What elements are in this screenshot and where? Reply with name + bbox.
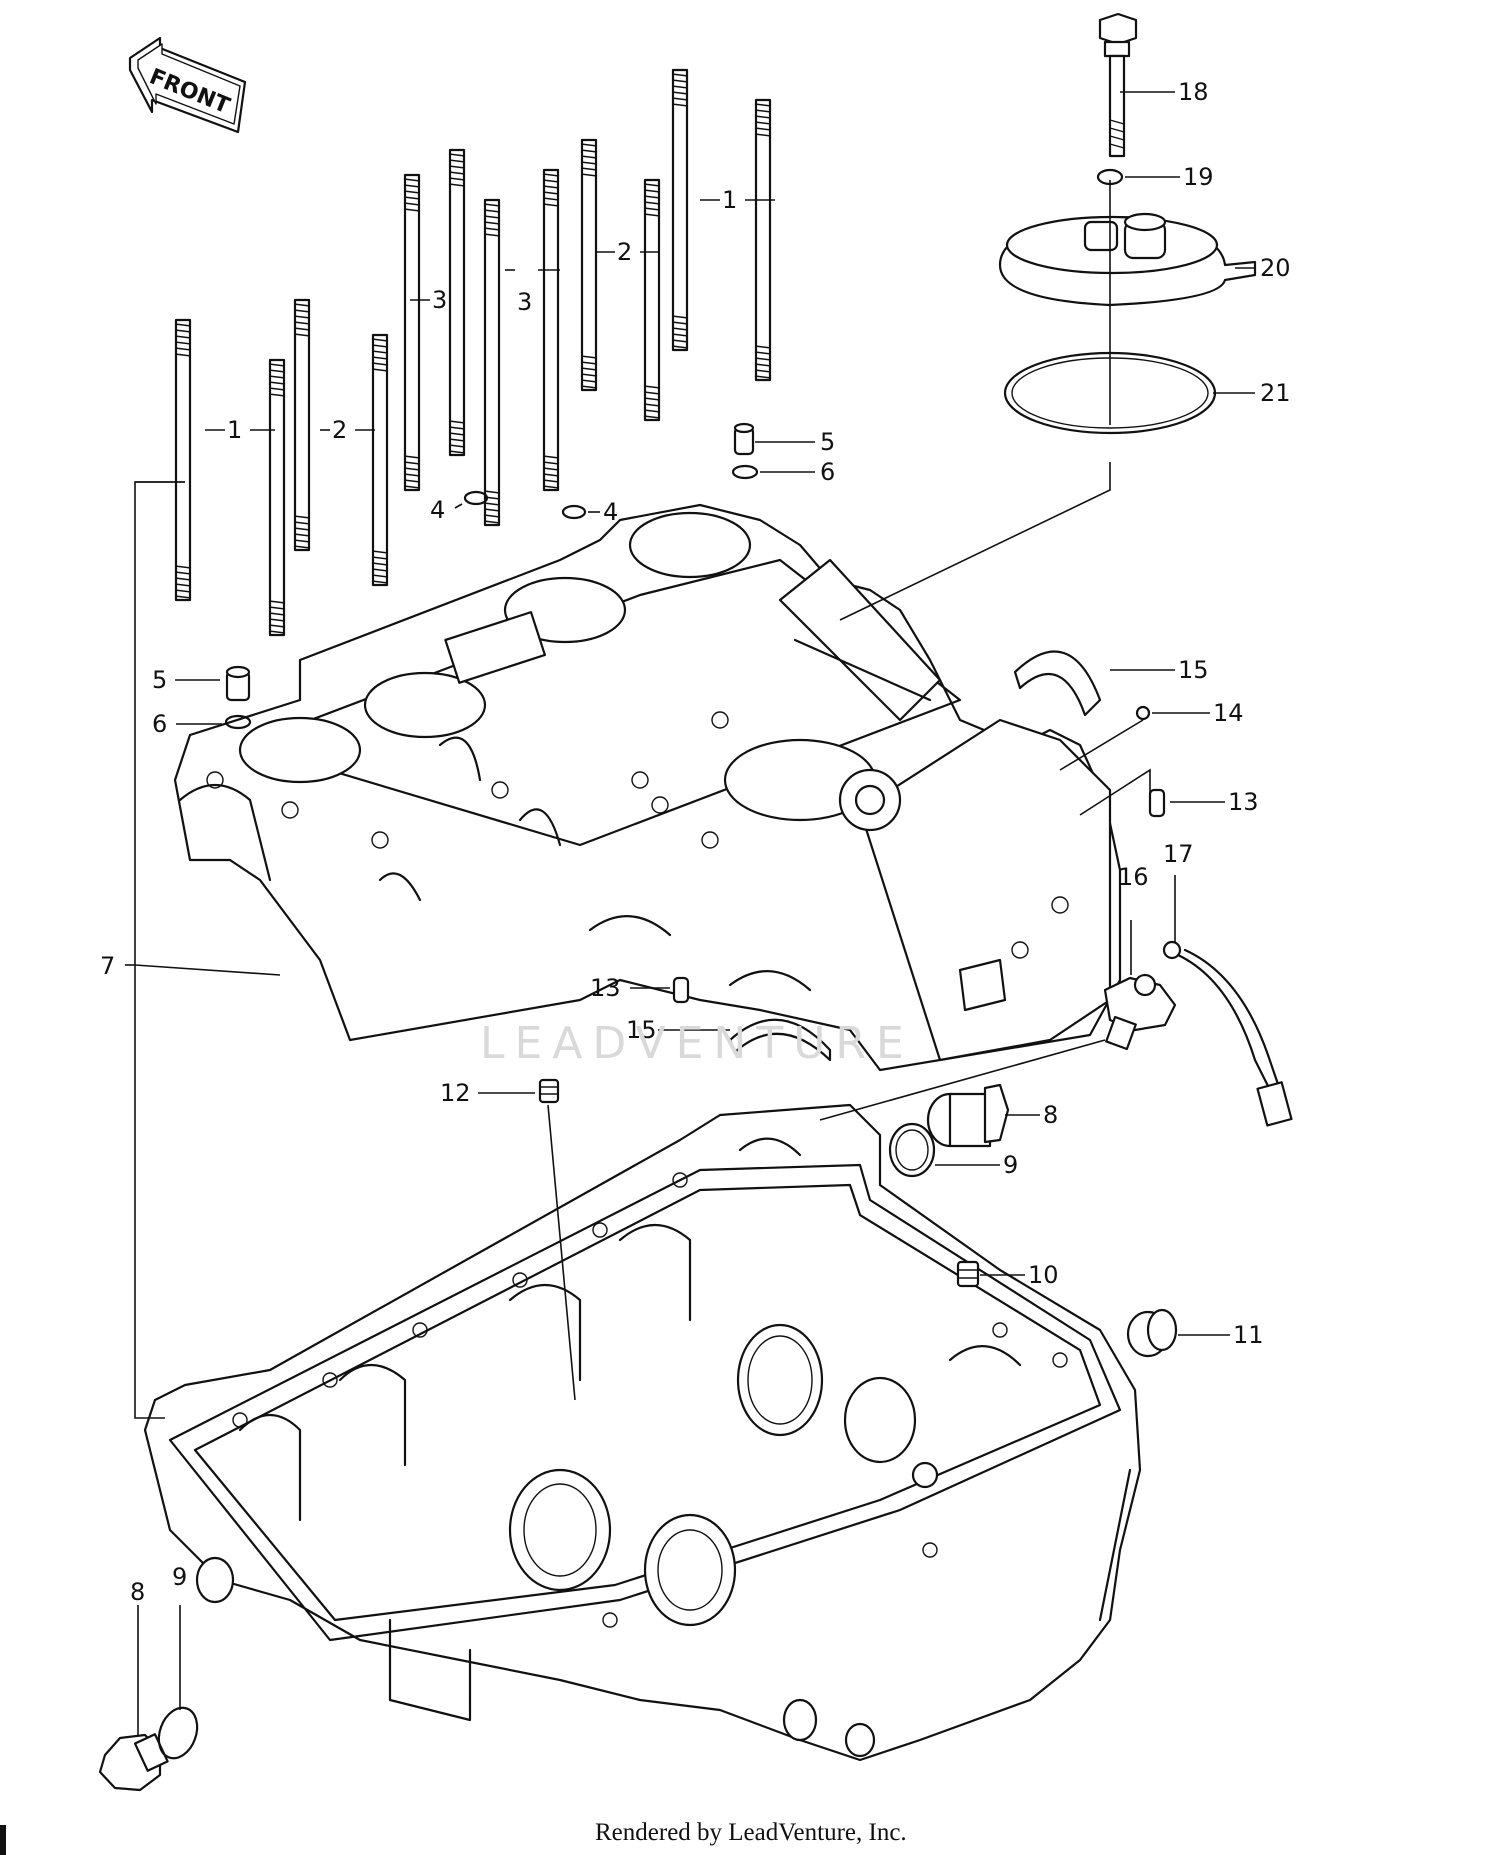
footer-credit: Rendered by LeadVenture, Inc. <box>595 1819 907 1846</box>
callout-15-center: 15 <box>626 1016 657 1044</box>
callout-10: 10 <box>1028 1261 1059 1289</box>
callout-17: 17 <box>1163 840 1194 868</box>
stud <box>448 148 466 457</box>
callout-14: 14 <box>1213 699 1244 727</box>
stud <box>403 173 421 492</box>
callout-5-upper: 5 <box>820 428 835 456</box>
breather-bolt <box>1098 12 1138 158</box>
callout-16: 16 <box>1118 863 1149 891</box>
stud <box>293 298 311 552</box>
callout-11: 11 <box>1233 1321 1264 1349</box>
breather-cover <box>998 212 1257 307</box>
stud <box>542 168 560 492</box>
callout-13-right: 13 <box>1228 788 1259 816</box>
edge-mark <box>0 1825 6 1855</box>
callout-2-upper: 2 <box>617 238 632 266</box>
stud <box>580 138 598 392</box>
small-parts <box>98 422 1293 1792</box>
upper-crankcase-half <box>173 503 1122 1072</box>
callout-13-center: 13 <box>590 974 621 1002</box>
callout-8-right: 8 <box>1043 1101 1058 1129</box>
stud <box>643 178 661 422</box>
callout-1-upper: 1 <box>722 186 737 214</box>
callout-9-right: 9 <box>1003 1151 1018 1179</box>
callout-15-upper: 15 <box>1178 656 1209 684</box>
stud <box>371 333 389 587</box>
callout-20: 20 <box>1260 254 1291 282</box>
callout-3-left: 3 <box>432 286 447 314</box>
callout-18: 18 <box>1178 78 1209 106</box>
callout-6-upper: 6 <box>820 458 835 486</box>
stud <box>268 358 286 637</box>
stud <box>174 318 192 602</box>
stud <box>671 68 689 352</box>
callout-2-lower: 2 <box>332 416 347 444</box>
callout-19: 19 <box>1183 163 1214 191</box>
callout-5-lower: 5 <box>152 666 167 694</box>
stud <box>483 198 501 527</box>
leader-lines <box>125 91 1255 1735</box>
callout-9-left: 9 <box>172 1563 187 1591</box>
callout-4-left: 4 <box>430 496 445 524</box>
callout-3-right: 3 <box>517 288 532 316</box>
callout-6-lower: 6 <box>152 710 167 738</box>
lower-crankcase-half <box>143 1103 1142 1762</box>
watermark-text: LEADVENTURE <box>480 1018 914 1069</box>
callout-12: 12 <box>440 1079 471 1107</box>
callout-8-left: 8 <box>130 1578 145 1606</box>
callout-labels: 1 2 3 3 1 2 5 6 4 4 5 6 7 18 19 20 21 15… <box>100 78 1291 1606</box>
front-arrow-icon: FRONT <box>128 36 247 134</box>
callout-4-right: 4 <box>603 498 618 526</box>
crankcase-studs <box>174 68 772 637</box>
callout-7: 7 <box>100 952 115 980</box>
callout-1-lower: 1 <box>227 416 242 444</box>
callout-21: 21 <box>1260 379 1291 407</box>
stud <box>754 98 772 382</box>
